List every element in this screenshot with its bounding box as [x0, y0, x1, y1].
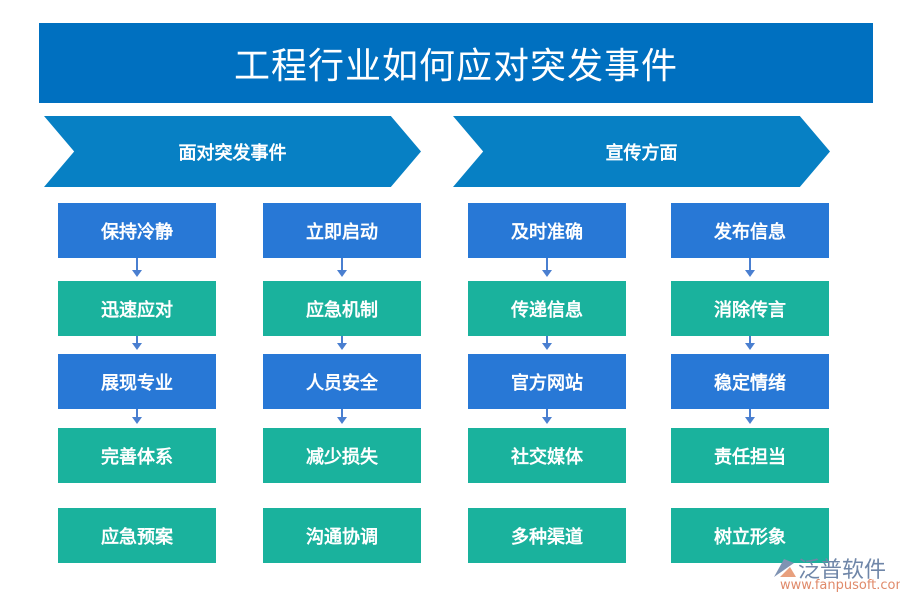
fanpu-logo-icon — [774, 559, 796, 577]
arrow-down-icon — [745, 336, 755, 350]
arrow-down-icon — [745, 409, 755, 424]
watermark-url: www.fanpusoft.com — [780, 578, 900, 593]
step-box: 多种渠道 — [468, 508, 626, 563]
section-chevron-publicity: 宣传方面 — [453, 116, 830, 187]
arrow-down-icon — [542, 258, 552, 277]
arrow-down-icon — [337, 258, 347, 277]
arrow-down-icon — [132, 409, 142, 424]
step-box: 传递信息 — [468, 281, 626, 336]
step-box: 发布信息 — [671, 203, 829, 258]
arrow-down-icon — [132, 258, 142, 277]
step-box: 责任担当 — [671, 428, 829, 483]
section-chevron-response: 面对突发事件 — [44, 116, 421, 187]
step-box: 社交媒体 — [468, 428, 626, 483]
step-box: 消除传言 — [671, 281, 829, 336]
step-box: 迅速应对 — [58, 281, 216, 336]
step-box: 应急预案 — [58, 508, 216, 563]
step-box: 沟通协调 — [263, 508, 421, 563]
arrow-down-icon — [542, 409, 552, 424]
watermark-logo: 泛普软件 — [770, 552, 886, 584]
step-box: 展现专业 — [58, 354, 216, 409]
step-box: 及时准确 — [468, 203, 626, 258]
arrow-down-icon — [542, 336, 552, 350]
arrow-down-icon — [745, 258, 755, 277]
watermark-name: 泛普软件 — [798, 558, 887, 583]
arrow-down-icon — [337, 409, 347, 424]
arrow-down-icon — [337, 336, 347, 350]
page-title: 工程行业如何应对突发事件 — [39, 23, 873, 103]
step-box: 应急机制 — [263, 281, 421, 336]
step-box: 树立形象 — [671, 508, 829, 563]
step-box: 人员安全 — [263, 354, 421, 409]
arrow-down-icon — [132, 336, 142, 350]
step-box: 减少损失 — [263, 428, 421, 483]
step-box: 稳定情绪 — [671, 354, 829, 409]
step-box: 官方网站 — [468, 354, 626, 409]
step-box: 完善体系 — [58, 428, 216, 483]
step-box: 保持冷静 — [58, 203, 216, 258]
step-box: 立即启动 — [263, 203, 421, 258]
